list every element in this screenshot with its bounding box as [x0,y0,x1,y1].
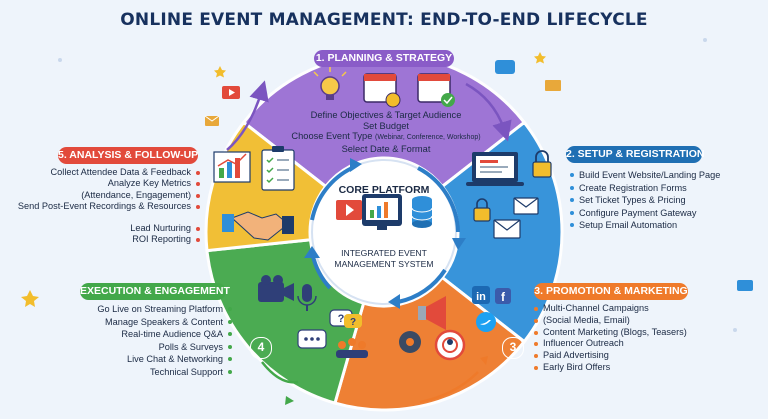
core-subtitle-2: MANAGEMENT SYSTEM [334,259,434,269]
svg-text:?: ? [338,313,345,325]
setup-item: Configure Payment Gateway [570,207,720,220]
database-icon [411,196,433,228]
padlock-icon [532,150,552,178]
execution-item: Go Live on Streaming Platform [60,303,232,316]
core-loop-arrows [304,158,466,309]
bar-chart-icon [362,194,402,230]
question-bubble-icon: ? ? [329,309,362,328]
chat-bubble-icon [495,60,515,74]
planning-label: 1. PLANNING & STRATEGY [314,50,454,67]
promotion-item: Influencer Outreach [534,338,687,350]
handshake-icon [222,211,294,241]
step-number-3: 3 [502,337,524,359]
execution-item: Manage Speakers & Content [60,316,232,329]
setup-item: Set Ticket Types & Pricing [570,194,720,207]
planning-item: Define Objectives & Target Audience [310,110,462,120]
promotion-label: 3. PROMOTION & MARKETING [534,283,688,300]
core-title: CORE PLATFORM [338,184,430,196]
facebook-icon: f [495,288,511,304]
checklist-icon [261,146,295,191]
audience-icon [336,338,368,358]
analysis-item-sub: (Attendance, Engagement) [10,190,200,201]
promotion-item: Paid Advertising [534,350,687,362]
promotion-item: Multi-Channel Campaigns [534,303,687,315]
analysis-item: ROI Reporting [10,234,200,245]
lightbulb-icon [313,67,347,100]
promotion-item: Content Marketing (Blogs, Teasers) [534,327,687,339]
setup-items: Build Event Website/Landing Page Create … [570,169,720,232]
page-title: ONLINE EVENT MANAGEMENT: END-TO-END LIFE… [120,10,648,30]
envelope-icon [493,219,521,239]
background-decorations [21,38,753,332]
megaphone-icon [418,296,446,330]
promotion-item: Early Bird Offers [534,362,687,374]
promotion-item-sub: (Social Media, Email) [534,315,687,327]
calendar-check-icon [417,73,455,107]
monitor-play-icon [336,200,362,220]
planning-item: Set Budget [362,120,409,131]
target-person-icon [434,329,466,361]
execution-items: Go Live on Streaming Platform Manage Spe… [60,303,232,379]
promotion-sector [333,275,527,412]
execution-item: Technical Support [60,366,232,379]
bar-chart-icon [213,151,251,183]
svg-text:in: in [476,291,486,303]
linkedin-icon: in [472,286,490,304]
core-subtitle-1: INTEGRATED EVENT [341,248,427,258]
calendar-dollar-icon [363,73,401,108]
step-number-4: 4 [250,337,272,359]
analysis-item: Collect Attendee Data & Feedback [10,167,200,178]
setup-item: Build Event Website/Landing Page [570,169,720,182]
execution-label: EXECUTION & ENGAGEMENT [80,283,230,300]
chat-bubble-icon [297,329,327,349]
laptop-form-icon [466,152,524,186]
svg-text:f: f [501,290,506,304]
setup-label: 2. SETUP & REGISTRATION [566,146,704,163]
envelope-icon [513,197,539,215]
svg-text:?: ? [350,317,356,328]
setup-item: Setup Email Automation [570,219,720,232]
star-icon [214,66,226,78]
microphone-icon [297,284,317,311]
video-camera-icon [258,275,294,302]
execution-item: Real-time Audience Q&A [60,328,232,341]
planning-item: Choose Event Type (Webinar, Conference, … [291,131,481,142]
execution-item: Polls & Surveys [60,341,232,354]
analysis-item: Send Post-Event Recordings & Resources [10,201,200,212]
planning-items: Define Objectives & Target Audience Set … [266,110,506,154]
analysis-label: 5. ANALYSIS & FOLLOW-UP [58,147,198,164]
core-circle [312,160,456,304]
flow-arrows [226,80,512,405]
padlock-icon [473,198,491,222]
setup-item: Create Registration Forms [570,182,720,195]
analysis-item: Analyze Key Metrics [10,178,200,189]
analysis-item: Lead Nurturing [10,223,200,234]
analysis-items: Collect Attendee Data & Feedback Analyze… [10,167,200,245]
planning-item: Select Date & Format [341,143,431,154]
star-icon [21,290,39,307]
execution-item: Live Chat & Networking [60,353,232,366]
twitter-icon [476,312,496,332]
gear-icon [399,331,421,353]
card-icon [737,280,753,291]
envelope-icon [545,80,561,91]
star-icon [534,52,546,64]
promotion-items: Multi-Channel Campaigns (Social Media, E… [534,303,687,374]
planning-sector [241,52,527,189]
